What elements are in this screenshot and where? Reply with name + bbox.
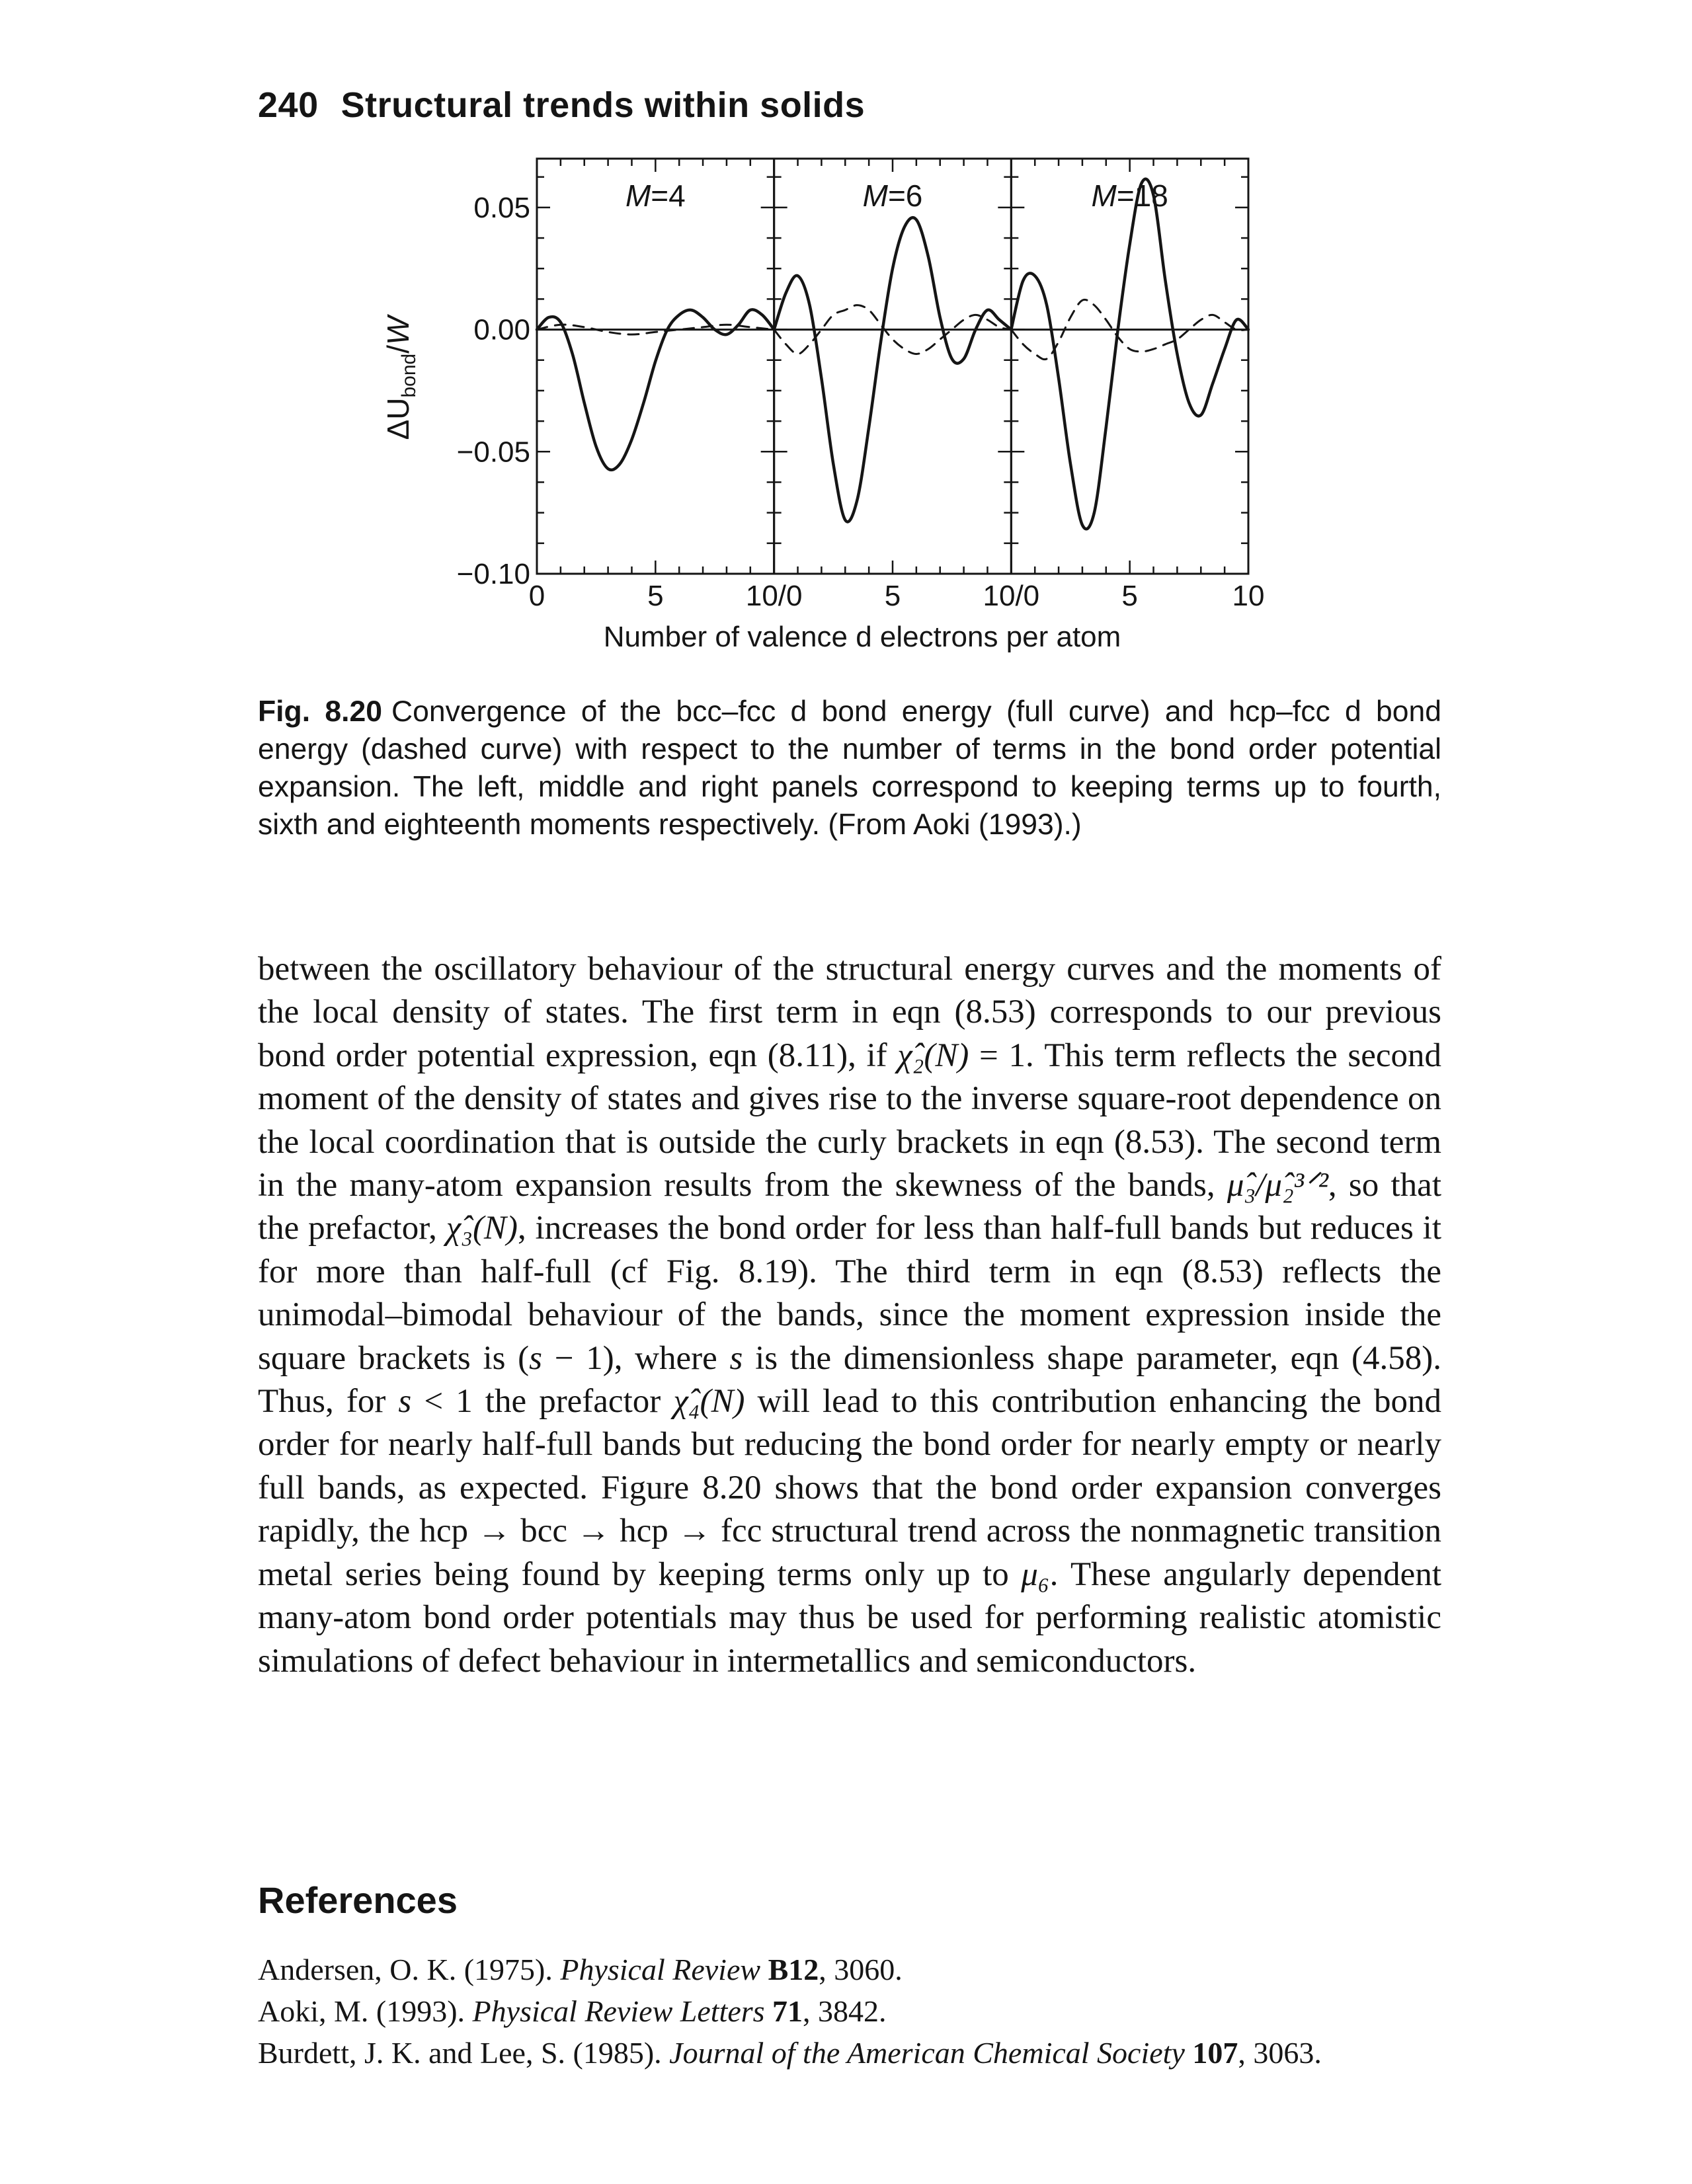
caption-text: Convergence of the bcc–fcc d bond energy…	[258, 695, 1441, 841]
panel-title: M=4	[625, 178, 686, 213]
x-axis-label: Number of valence d electrons per atom	[604, 621, 1121, 653]
math-skewness: μ̂₃/μ̂₂³ᐟ²	[1227, 1167, 1328, 1204]
y-tick-label: −0.05	[457, 436, 530, 468]
caption-label: Fig. 8.20	[258, 695, 382, 728]
math-s: s	[529, 1339, 543, 1377]
y-tick-label: −0.10	[457, 558, 530, 590]
dashed-curve	[536, 323, 776, 336]
running-header: 240 Structural trends within solids	[258, 85, 865, 126]
math-chi2: χ̂₂(N)	[897, 1036, 969, 1074]
reference-item: Aoki, M. (1993). Physical Review Letters…	[258, 1990, 1514, 2032]
math-s: s	[729, 1339, 743, 1377]
y-tick-label: 0.05	[473, 192, 530, 224]
reference-journal: Physical Review	[560, 1953, 761, 1986]
x-tick-label: 10	[1232, 580, 1265, 612]
x-tick-label: 10/0	[983, 580, 1040, 612]
body-text-run: between the oscillatory behaviour of the…	[258, 951, 1441, 1074]
running-title: Structural trends within solids	[341, 85, 866, 125]
math-mu6: μ₆	[1021, 1555, 1050, 1593]
body-text-run: − 1), where	[542, 1339, 730, 1377]
body-text-run: , increases the bond order for less than…	[258, 1210, 1441, 1377]
body-paragraph: between the oscillatory behaviour of the…	[258, 948, 1441, 1683]
body-text-run: will lead to this contribution enhancing…	[258, 1383, 1441, 1593]
reference-volume: 71	[772, 1994, 803, 2028]
chart-series	[535, 177, 1250, 531]
x-tick-label: 10/0	[746, 580, 803, 612]
chart-labels: ΔUbond/W Number of valence d electrons p…	[381, 178, 1264, 653]
math-chi4: χ̂₄(N)	[673, 1383, 745, 1421]
panel-frame	[773, 157, 1012, 575]
body-text-run: < 1 the prefactor	[411, 1383, 674, 1421]
reference-item: Andersen, O. K. (1975). Physical Review …	[258, 1949, 1514, 1990]
body-text-run: is the dimensionless shape parameter, eq…	[258, 1339, 1441, 1421]
x-tick-label: 0	[529, 580, 545, 612]
full-curve	[535, 308, 776, 472]
math-chi3: χ̂₃(N)	[446, 1210, 518, 1247]
y-axis-label: ΔUbond/W	[381, 313, 420, 440]
full-curve	[1010, 177, 1250, 531]
reference-item: Burdett, J. K. and Lee, S. (1985). Journ…	[258, 2032, 1514, 2074]
reference-journal: Journal of the American Chemical Society	[669, 2036, 1185, 2070]
dashed-curve	[773, 304, 1012, 355]
full-curve	[772, 216, 1013, 524]
reference-authors: Burdett, J. K. and Lee, S. (1985).	[258, 2036, 670, 2070]
panel-title: M=6	[863, 178, 923, 213]
x-tick-label: 5	[885, 580, 901, 612]
dashed-curve	[1010, 298, 1250, 361]
references-heading: References	[258, 1879, 458, 1921]
reference-volume: 107	[1192, 2036, 1238, 2070]
figure-8-20-chart: ΔUbond/W Number of valence d electrons p…	[381, 157, 1264, 653]
panel-frame	[1010, 157, 1250, 575]
x-tick-label: 5	[647, 580, 663, 612]
reference-authors: Andersen, O. K. (1975).	[258, 1953, 561, 1986]
reference-volume: B12	[768, 1953, 819, 1986]
page-number: 240	[258, 85, 319, 125]
reference-authors: Aoki, M. (1993).	[258, 1994, 473, 2028]
reference-pages: , 3063.	[1238, 2036, 1322, 2070]
body-text-run: = 1. This term reflects the second momen…	[258, 1036, 1441, 1204]
references-list: Andersen, O. K. (1975). Physical Review …	[258, 1949, 1514, 2074]
reference-pages: , 3842.	[803, 1994, 887, 2028]
reference-journal: Physical Review Letters	[472, 1994, 765, 2028]
reference-pages: , 3060.	[819, 1953, 903, 1986]
y-tick-label: 0.00	[473, 314, 530, 346]
body-text-run: . These angularly dependent many-atom bo…	[258, 1555, 1441, 1680]
math-s: s	[398, 1383, 412, 1421]
panel-title: M=18	[1091, 178, 1168, 213]
x-tick-label: 5	[1121, 580, 1137, 612]
chart-axes	[536, 157, 1250, 575]
body-text-run: , so that the prefactor,	[258, 1167, 1441, 1247]
